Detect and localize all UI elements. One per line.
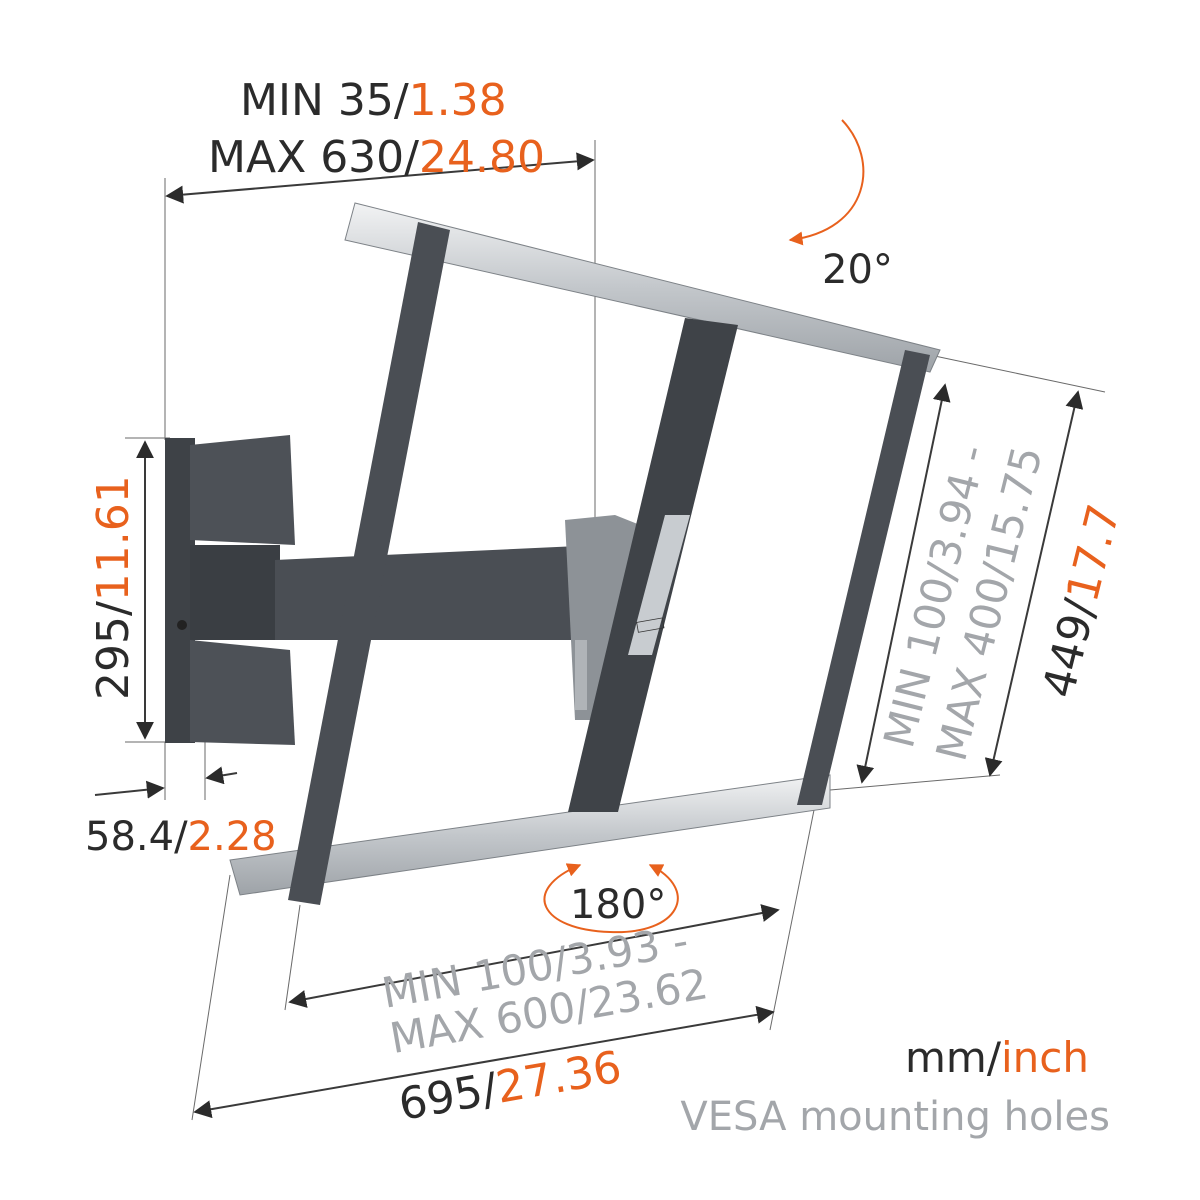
wall-plate-height-label: 295/11.61 [88, 475, 139, 700]
vesa-horizontal-label: MIN 100/3.93 - MAX 600/23.62 [378, 916, 711, 1063]
wall-plate [165, 435, 295, 745]
units-legend: mm/inch [905, 1033, 1089, 1082]
swivel-arrow-icon [543, 863, 679, 934]
depth-min-label: MIN 35/1.38 [240, 75, 507, 126]
dimension-lines [94, 152, 1084, 1119]
brand-logo [636, 617, 665, 633]
tilt-label: 20° [822, 247, 893, 293]
vesa-note: VESA mounting holes [680, 1094, 1110, 1140]
wall-plate-depth-label: 58.4/2.28 [85, 814, 277, 860]
swivel-label: 180° [570, 882, 666, 928]
frame-height-label: 449/17.7 [1033, 499, 1130, 702]
depth-max-label: MAX 630/24.80 [208, 132, 545, 183]
tilt-arrow-icon [788, 119, 865, 246]
